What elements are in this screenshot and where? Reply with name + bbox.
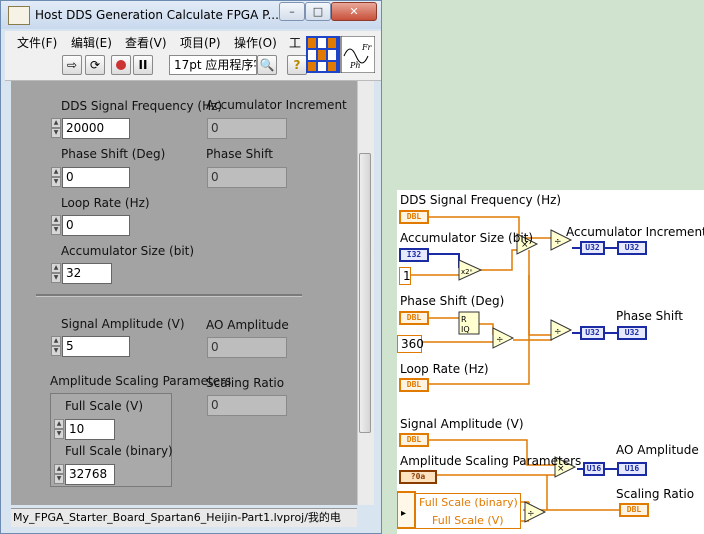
svg-text:×: × (521, 240, 529, 250)
diag-phase-shift-label: Phase Shift (616, 309, 683, 323)
diag-full-scale-v-element: Full Scale (V) (432, 514, 504, 527)
svg-text:x2ⁿ: x2ⁿ (461, 268, 473, 276)
diag-sig-amp-terminal[interactable]: DBL (399, 433, 429, 447)
ao-amp-label: AO Amplitude (206, 318, 289, 332)
font-select[interactable]: 17pt 应用程序字体 (169, 55, 257, 75)
full-scale-v-label: Full Scale (V) (65, 399, 144, 413)
menu-project[interactable]: 项目(P) (180, 36, 221, 50)
menu-operate[interactable]: 操作(O) (234, 36, 277, 50)
svg-text:×: × (557, 464, 565, 474)
diag-phase-deg-label: Phase Shift (Deg) (400, 294, 505, 308)
diag-loop-rate-terminal[interactable]: DBL (399, 378, 429, 392)
diag-scaling-ratio-terminal[interactable]: DBL (619, 503, 649, 517)
vi-icon: Fr Ph (306, 36, 375, 73)
svg-text:÷: ÷ (527, 509, 535, 519)
menu-edit[interactable]: 编辑(E) (71, 36, 112, 50)
full-scale-bin-label: Full Scale (binary) (65, 444, 173, 458)
diag-acc-inc-label: Accumulator Increment (566, 225, 704, 239)
dds-freq-input[interactable]: 20000 (62, 118, 130, 139)
acc-inc-label: Accumulator Increment (206, 98, 347, 112)
diag-acc-inc-terminal[interactable]: U32 (617, 241, 647, 255)
maximize-button[interactable]: □ (305, 2, 331, 21)
diag-u32-convert-2[interactable]: U32 (580, 326, 605, 340)
menu-tools[interactable]: 工 (289, 36, 302, 50)
status-bar: My_FPGA_Starter_Board_Spartan6_Heijin-Pa… (11, 508, 357, 527)
front-panel-window: Host DDS Generation Calculate FPGA P... … (0, 0, 382, 534)
diag-phase-deg-terminal[interactable]: DBL (399, 311, 429, 325)
scrollbar-thumb[interactable] (359, 153, 371, 433)
diag-phase-shift-terminal[interactable]: U32 (617, 326, 647, 340)
ao-amp-indicator: 0 (207, 337, 287, 358)
minimize-button[interactable]: – (279, 2, 305, 21)
phase-deg-label: Phase Shift (Deg) (61, 147, 166, 161)
phase-deg-input[interactable]: 0 (62, 167, 130, 188)
diag-dds-freq-label: DDS Signal Frequency (Hz) (400, 193, 562, 207)
separator-line (36, 294, 302, 297)
amp-scaling-label: Amplitude Scaling Parameters (50, 374, 232, 388)
menu-file[interactable]: 文件(F) (17, 36, 58, 50)
diag-unbundle-by-name[interactable]: Full Scale (binary) Full Scale (V) (415, 493, 521, 529)
diag-amp-scaling-label: Amplitude Scaling Parameters (400, 454, 582, 468)
diag-full-scale-bin-element: Full Scale (binary) (419, 496, 518, 509)
loop-rate-label: Loop Rate (Hz) (61, 196, 150, 210)
phase-shift-indicator: 0 (207, 167, 287, 188)
full-scale-bin-spinner[interactable]: ▲▼ (54, 464, 64, 485)
svg-text:▸: ▸ (401, 508, 406, 519)
sig-amp-spinner[interactable]: ▲▼ (51, 336, 61, 357)
dds-freq-spinner[interactable]: ▲▼ (51, 118, 61, 139)
diag-const-360[interactable]: 360 (397, 335, 424, 353)
dds-freq-label: DDS Signal Frequency (Hz) (61, 99, 223, 113)
full-scale-v-spinner[interactable]: ▲▼ (54, 419, 64, 440)
acc-inc-indicator: 0 (207, 118, 287, 139)
menu-view[interactable]: 查看(V) (125, 36, 167, 50)
diag-amp-scaling-terminal[interactable]: ?0a (399, 470, 437, 484)
search-icon[interactable]: 🔍 (257, 55, 277, 75)
diag-sig-amp-label: Signal Amplitude (V) (400, 417, 524, 431)
phase-deg-spinner[interactable]: ▲▼ (51, 167, 61, 188)
diag-loop-rate-label: Loop Rate (Hz) (400, 362, 489, 376)
title-bar[interactable]: Host DDS Generation Calculate FPGA P... … (1, 1, 381, 29)
help-icon[interactable]: ? (287, 55, 307, 75)
diag-acc-size-terminal[interactable]: I32 (399, 248, 429, 262)
sig-amp-input[interactable]: 5 (62, 336, 130, 357)
svg-text:IQ: IQ (461, 325, 470, 334)
acc-size-input[interactable]: 32 (62, 263, 112, 284)
full-scale-bin-input[interactable]: 32768 (65, 464, 115, 485)
run-continuously-icon[interactable]: ⟳ (85, 55, 105, 75)
full-scale-v-input[interactable]: 10 (65, 419, 115, 440)
loop-rate-input[interactable]: 0 (62, 215, 130, 236)
svg-text:÷: ÷ (554, 327, 562, 337)
svg-text:÷: ÷ (554, 237, 562, 247)
acc-size-label: Accumulator Size (bit) (61, 244, 195, 258)
svg-text:÷: ÷ (496, 335, 504, 345)
scaling-ratio-indicator: 0 (207, 395, 287, 416)
diag-u16-convert[interactable]: U16 (583, 462, 605, 476)
amp-scaling-cluster: Full Scale (V) ▲▼ 10 Full Scale (binary)… (50, 393, 173, 487)
block-diagram: × ÷ x2ⁿ ÷ ÷ × ÷ R IQ ▸ DDS Signal Freque… (397, 190, 704, 534)
scaling-ratio-label: Scaling Ratio (206, 376, 285, 390)
front-panel: DDS Signal Frequency (Hz) ▲▼ 20000 Accum… (11, 81, 357, 505)
labview-app-icon (8, 6, 30, 25)
diag-const-one[interactable]: 1 (399, 267, 411, 285)
diag-acc-size-label: Accumulator Size (bit) (400, 231, 534, 245)
diag-scaling-ratio-label: Scaling Ratio (616, 487, 695, 501)
svg-text:Ph: Ph (349, 61, 361, 70)
acc-size-spinner[interactable]: ▲▼ (51, 263, 61, 284)
svg-text:Fr: Fr (361, 43, 373, 52)
menu-bar: 文件(F) 编辑(E) 查看(V) 项目(P) 操作(O) 工 (5, 31, 381, 51)
diag-dds-freq-terminal[interactable]: DBL (399, 210, 429, 224)
close-button[interactable]: ✕ (331, 2, 377, 21)
diag-u32-convert-1[interactable]: U32 (580, 241, 605, 255)
diag-ao-amp-label: AO Amplitude (616, 443, 699, 457)
run-arrow-icon[interactable]: ⇨ (62, 55, 82, 75)
abort-icon[interactable] (111, 55, 131, 75)
svg-text:R: R (461, 315, 467, 324)
diagram-wires: × ÷ x2ⁿ ÷ ÷ × ÷ R IQ ▸ (397, 216, 619, 529)
loop-rate-spinner[interactable]: ▲▼ (51, 215, 61, 236)
diag-ao-amp-terminal[interactable]: U16 (617, 462, 647, 476)
phase-shift-label: Phase Shift (206, 147, 273, 161)
sig-amp-label: Signal Amplitude (V) (61, 317, 185, 331)
window-title: Host DDS Generation Calculate FPGA P... (35, 8, 279, 22)
pause-icon[interactable]: II (133, 55, 153, 75)
